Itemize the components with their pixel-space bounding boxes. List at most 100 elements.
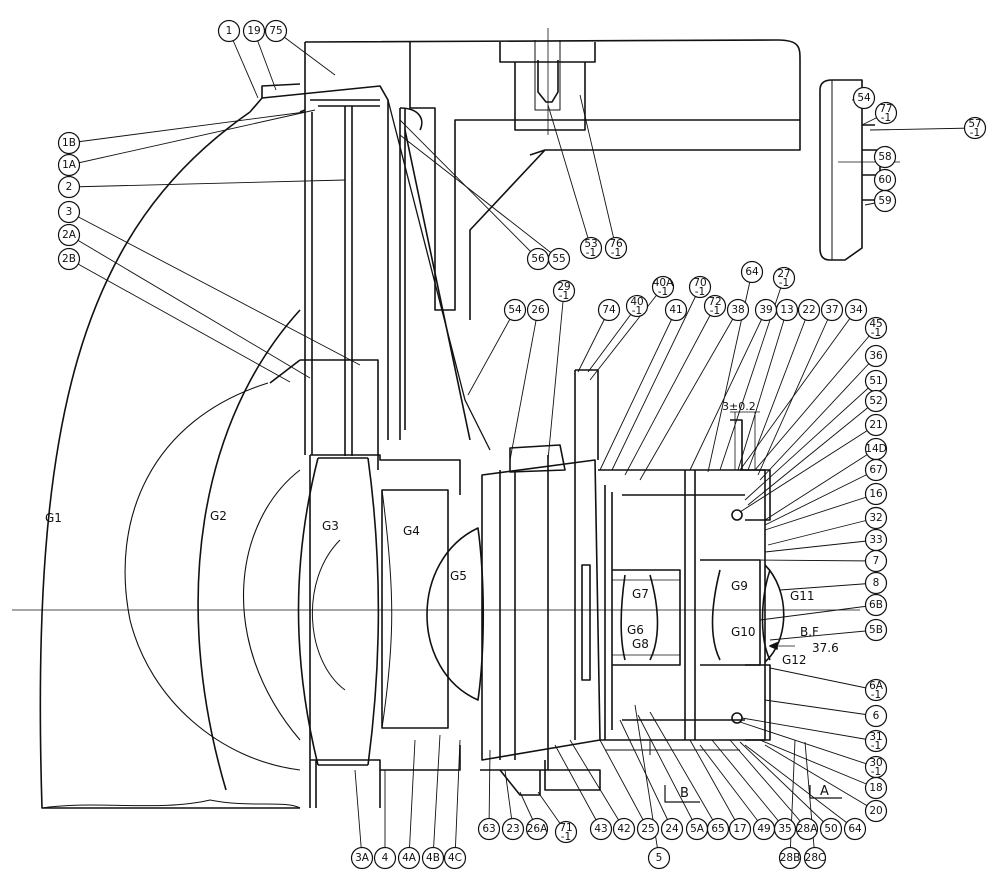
callout-balloon: 34	[844, 298, 868, 322]
mechanical-line-art	[12, 28, 900, 809]
callout-circle	[443, 846, 467, 870]
leader-line	[741, 717, 877, 742]
callout-circle	[864, 316, 888, 340]
callout-number: 32	[869, 512, 882, 524]
callout-number: 23	[506, 823, 519, 835]
callout-number: 56	[531, 253, 545, 265]
callout-circle	[864, 482, 888, 506]
callout-number: 6	[873, 710, 880, 722]
leader-line	[432, 734, 441, 859]
callout-circle	[873, 189, 897, 213]
callout-circle	[797, 298, 821, 322]
callout-circle	[421, 846, 445, 870]
leader-line	[599, 309, 677, 471]
callout-circle	[651, 275, 675, 299]
callout-circle	[604, 236, 628, 260]
element-g12	[761, 569, 771, 661]
callout-circle	[864, 618, 888, 642]
callout-circle	[636, 817, 660, 841]
leader-line	[579, 94, 617, 249]
callout-balloon: 28B	[778, 846, 802, 870]
callout-circle	[525, 817, 549, 841]
leader-line	[399, 119, 539, 260]
callout-circle	[688, 275, 712, 299]
callout-balloon: 49	[752, 817, 776, 841]
leader-line	[68, 258, 291, 383]
leader-line	[509, 309, 539, 461]
callout-number: 71	[559, 822, 572, 834]
callout-number: 53	[584, 238, 597, 250]
callout-number: 3A	[355, 852, 370, 864]
callout-balloon: 51	[864, 369, 888, 393]
element-label: G10	[731, 625, 756, 639]
callout-number: 4	[382, 852, 389, 864]
callout-circle	[625, 294, 649, 318]
leader-line	[68, 211, 361, 366]
callout-suffix: -1	[871, 740, 881, 752]
callout-circle	[864, 593, 888, 617]
callout-circle	[864, 704, 888, 728]
leader-line	[747, 400, 877, 506]
leader-line	[779, 582, 877, 591]
callout-number: 1B	[62, 137, 76, 149]
leader-line	[577, 309, 610, 373]
callout-balloon: 77-1	[874, 101, 898, 125]
callout-suffix: -1	[695, 286, 705, 298]
callout-balloon: 41	[664, 298, 688, 322]
callout-balloon: 14D	[864, 437, 888, 461]
leader-line	[757, 309, 833, 476]
callout-number: 75	[269, 25, 282, 37]
element-g8	[649, 574, 659, 661]
callout-circle	[477, 817, 501, 841]
callout-number: 30	[869, 757, 882, 769]
callout-balloon: 71-1	[554, 820, 578, 844]
leader-line	[408, 739, 416, 859]
callout-number: 14D	[865, 443, 886, 455]
callout-number: 17	[733, 823, 746, 835]
callout-balloon: 29-1	[552, 279, 576, 303]
callout-balloon: 18	[864, 776, 888, 800]
callout-balloon: 28A	[795, 817, 819, 841]
leader-line	[589, 286, 664, 381]
callout-circle	[775, 298, 799, 322]
leader-line	[711, 739, 786, 830]
callout-circle	[552, 279, 576, 303]
leader-line	[764, 493, 877, 531]
element-label: G12	[782, 653, 807, 667]
callout-suffix: -1	[658, 286, 668, 298]
callout-circle	[579, 236, 603, 260]
element-label: G11	[790, 589, 815, 603]
callout-circle	[57, 200, 81, 224]
callout-number: 6B	[869, 599, 883, 611]
leader-line	[547, 290, 565, 461]
callout-suffix: -1	[611, 247, 621, 259]
callout-circle	[864, 506, 888, 530]
callout-circle	[660, 817, 684, 841]
callout-suffix: -1	[881, 112, 891, 124]
leader-line	[764, 469, 877, 526]
callout-number: 29	[557, 281, 570, 293]
callout-number: 4B	[426, 852, 440, 864]
callout-balloon: 38	[726, 298, 750, 322]
callout-number: 64	[848, 823, 862, 835]
element-g1	[39, 111, 300, 809]
callout-circle	[57, 175, 81, 199]
callout-number: 26A	[527, 823, 548, 835]
callout-balloon: 42	[612, 817, 636, 841]
callout-balloon: 4	[373, 846, 397, 870]
element-label: G9	[731, 579, 748, 593]
callout-number: 51	[869, 375, 882, 387]
callout-number: 59	[878, 195, 891, 207]
callout-number: 67	[869, 464, 882, 476]
callout-balloon: 6A-1	[864, 678, 888, 702]
callout-number: 35	[778, 823, 791, 835]
leader-line	[68, 179, 346, 188]
callout-balloon: 35	[773, 817, 797, 841]
callout-number: 26	[531, 304, 545, 316]
callout-balloon: 19	[242, 19, 266, 43]
callout-number: 37	[825, 304, 838, 316]
callout-balloon: 72-1	[703, 294, 727, 318]
callout-circle	[589, 817, 613, 841]
callout-balloon: 2B	[57, 247, 81, 271]
